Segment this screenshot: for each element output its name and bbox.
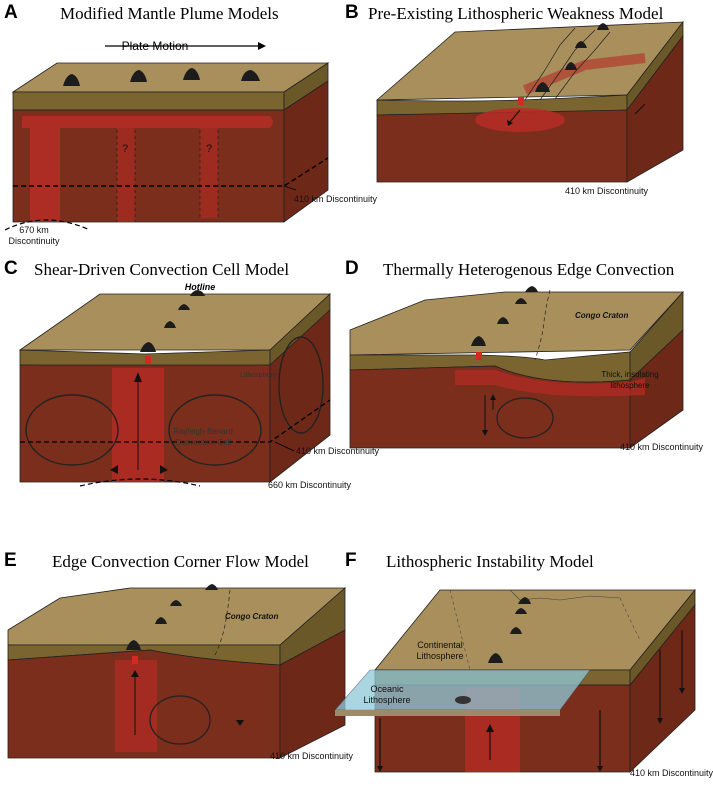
b-mantle-side bbox=[626, 34, 684, 183]
volcano-icon bbox=[488, 653, 503, 663]
d-thick-label: Thick, insolating lithosphere bbox=[601, 370, 659, 390]
c-cell-label: Rayleigh-Benard Convection Cell bbox=[173, 427, 233, 447]
panel-f-diagram bbox=[334, 588, 696, 773]
volcano-icon bbox=[205, 584, 218, 590]
volcano-icon bbox=[597, 23, 609, 30]
a-plume-3 bbox=[200, 128, 218, 218]
a-410-line bbox=[13, 157, 329, 187]
volcano-icon bbox=[63, 74, 80, 86]
a-lithosphere-front bbox=[12, 91, 285, 111]
volcano-icon bbox=[565, 62, 577, 70]
b-410-label: 410 km Discontinuity bbox=[565, 186, 649, 196]
e-magma-dot bbox=[132, 656, 138, 664]
volcano-icon bbox=[170, 600, 182, 606]
e-convection-cell bbox=[149, 695, 211, 745]
volcano-icon bbox=[241, 70, 260, 81]
c-cell-left bbox=[25, 394, 119, 466]
f-slab-volcano bbox=[455, 696, 471, 704]
b-magma-dot bbox=[518, 97, 524, 105]
panel-c-title: Shear-Driven Convection Cell Model bbox=[34, 260, 290, 279]
panel-a-diagram: Plate Motion ? ? bbox=[4, 39, 330, 231]
panel-a-title: Modified Mantle Plume Models bbox=[60, 4, 279, 23]
a-mantle-side bbox=[283, 80, 329, 223]
volcano-icon bbox=[535, 82, 550, 92]
volcano-icon bbox=[140, 342, 156, 352]
plate-motion-arrowhead bbox=[258, 42, 266, 50]
c-magma-dot bbox=[145, 356, 151, 364]
f-slab-edge bbox=[335, 710, 560, 716]
volcano-icon bbox=[515, 608, 527, 614]
panel-b-diagram bbox=[375, 20, 684, 183]
panel-b-title: Pre-Existing Lithospheric Weakness Model bbox=[368, 4, 664, 23]
panel-a-letter: A bbox=[4, 2, 18, 23]
volcano-icon bbox=[497, 317, 509, 324]
volcano-icon bbox=[164, 321, 176, 328]
c-410-label: 410 km Discontinuity bbox=[296, 446, 380, 456]
volcano-icon bbox=[126, 640, 141, 650]
volcano-icon bbox=[130, 70, 147, 82]
panel-c-letter: C bbox=[4, 258, 18, 279]
panel-e-title: Edge Convection Corner Flow Model bbox=[52, 552, 309, 571]
e-410-label: 410 km Discontinuity bbox=[270, 751, 354, 761]
question-mark-2: ? bbox=[206, 143, 212, 155]
panel-f-letter: F bbox=[345, 550, 357, 571]
volcano-icon bbox=[155, 617, 167, 624]
a-670-line bbox=[4, 219, 91, 231]
panel-f-title: Lithospheric Instability Model bbox=[386, 552, 594, 571]
volcano-icon bbox=[575, 41, 587, 48]
f-oceanic-label: Oceanic Lithosphere bbox=[363, 684, 411, 705]
a-plume-head bbox=[22, 116, 273, 222]
d-mantle-side bbox=[629, 329, 684, 449]
volcano-icon bbox=[510, 627, 522, 634]
c-cell-right bbox=[168, 394, 262, 466]
panel-d-diagram bbox=[349, 286, 684, 449]
e-craton-label: Congo Craton bbox=[225, 612, 279, 621]
panel-e-diagram bbox=[7, 584, 347, 759]
c-410-line bbox=[20, 399, 331, 443]
panel-e-letter: E bbox=[4, 550, 17, 571]
c-lithosphere-label: Lithosphere bbox=[240, 372, 277, 379]
b-melt-zone bbox=[475, 108, 565, 132]
hotline-label: Hotline bbox=[185, 282, 216, 292]
panel-b-letter: B bbox=[345, 2, 359, 23]
question-mark-1: ? bbox=[122, 143, 128, 155]
c-660-line bbox=[79, 478, 201, 487]
c-660-label: 660 km Discontinuity bbox=[268, 480, 352, 490]
volcano-icon bbox=[190, 290, 205, 296]
a-410-label: 410 km Discontinuity bbox=[294, 194, 378, 204]
d-convection-cell bbox=[496, 397, 554, 439]
a-top-face bbox=[11, 62, 330, 93]
a-plume-2 bbox=[117, 128, 135, 222]
panel-d-letter: D bbox=[345, 258, 359, 279]
f-continental-label: Continental Lithosphere bbox=[416, 640, 464, 661]
volcano-icon bbox=[515, 298, 527, 304]
volcano-icon bbox=[471, 336, 486, 346]
a-670-label: 670 km Discontinuity bbox=[8, 225, 60, 246]
volcano-icon bbox=[518, 597, 531, 604]
f-mantle-side bbox=[629, 603, 696, 773]
panel-c-diagram: Hotline bbox=[18, 282, 332, 487]
d-hot-zone bbox=[455, 370, 645, 397]
panel-d-title: Thermally Heterogenous Edge Convection bbox=[383, 260, 675, 279]
d-craton-label: Congo Craton bbox=[575, 311, 629, 320]
f-410-label: 410 km Discontinuity bbox=[630, 768, 713, 778]
d-magma-dot bbox=[476, 352, 482, 360]
d-410-label: 410 km Discontinuity bbox=[620, 442, 704, 452]
c-cell-side bbox=[278, 336, 324, 434]
e-mantle-side bbox=[279, 629, 346, 759]
volcano-icon bbox=[183, 68, 200, 80]
volcano-icon bbox=[178, 304, 190, 310]
volcano-icon bbox=[525, 286, 538, 292]
